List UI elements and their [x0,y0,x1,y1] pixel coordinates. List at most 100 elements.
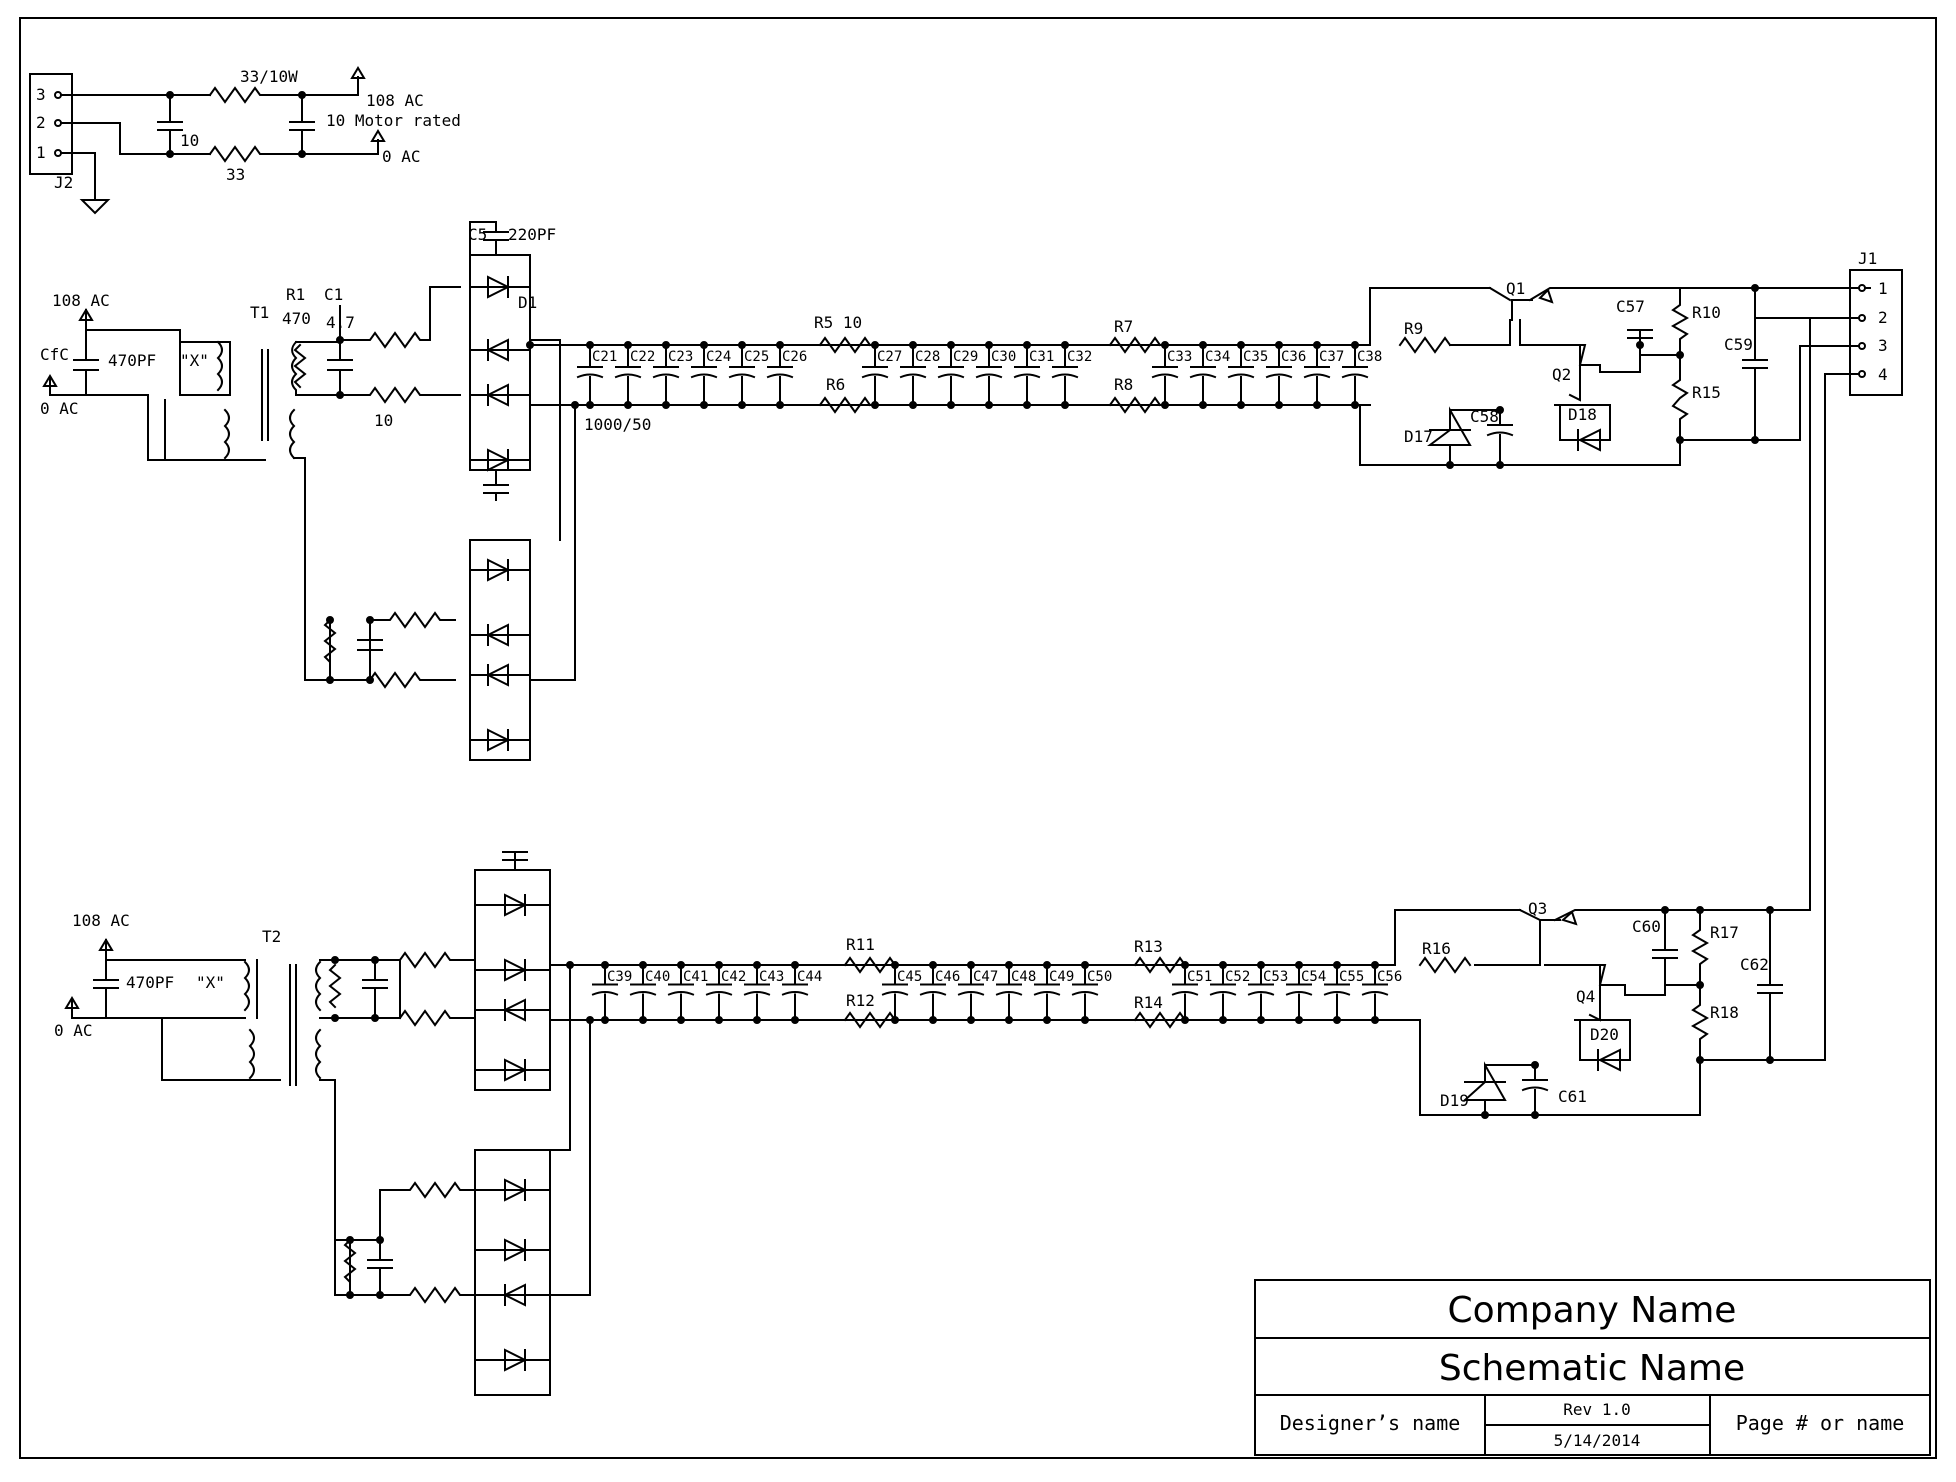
upper-r1-val: 470 [282,309,311,328]
lower-r12-label: R12 [846,991,875,1010]
lower-a-junction [715,1016,723,1024]
j1-pin-2-label: 2 [1878,308,1888,327]
lower-r17-label: R17 [1710,923,1739,942]
upper-b-junction [1023,401,1031,409]
upper-b-cap-label: C31 [1029,349,1054,365]
lower-a-cap [781,964,809,1021]
upper-a-cap [728,344,756,406]
upper-cfc-label: CfC [40,345,69,364]
upper-diode-bridge [469,221,1371,761]
upper-b-junction [1061,341,1069,349]
lower-c-cap [1323,964,1351,1021]
upper-c1-val: 4.7 [326,313,355,332]
upper-r-sec-label: 10 [374,411,393,430]
lower-c61-label: C61 [1558,1087,1587,1106]
lower-c-cap-label: C52 [1225,969,1250,985]
lower-b-cap-label: C47 [973,969,998,985]
upper-a-junction [700,341,708,349]
upper-c-junction [1351,341,1359,349]
upper-resistor-chain [818,336,1452,414]
lower-r11-label: R11 [846,935,875,954]
lower-cin-label: 470PF [126,973,174,992]
lower-c-junction [1333,1016,1341,1024]
upper-a-cap [690,344,718,406]
j2-pin-1-label: 1 [36,143,46,162]
lower-a-cap [667,964,695,1021]
upper-c1-ref: C1 [324,285,343,304]
upper-c5-val: 220PF [508,225,556,244]
j1-pin-1-label: 1 [1878,279,1888,298]
upper-c-cap-label: C33 [1167,349,1192,365]
upper-q2-label: Q2 [1552,365,1571,384]
upper-a-junction [662,401,670,409]
lower-b-junction [929,961,937,969]
upper-a-junction [776,341,784,349]
upper-c59-label: C59 [1724,335,1753,354]
lower-b-junction [967,1016,975,1024]
upper-c-cap-label: C36 [1281,349,1306,365]
revision: Rev 1.0 [1563,1400,1630,1419]
upper-c-cap-label: C37 [1319,349,1344,365]
j2-r-top-label: 33/10W [240,67,298,86]
upper-c-junction [1275,401,1283,409]
upper-c-junction [1199,401,1207,409]
lower-c-junction [1257,1016,1265,1024]
upper-c-junction [1351,401,1359,409]
j2-block [29,66,386,215]
upper-c-junction [1275,341,1283,349]
lower-a-junction [677,961,685,969]
lower-t2-label: T2 [262,927,281,946]
lower-c-cap-label: C51 [1187,969,1212,985]
lower-c-cap-label: C54 [1301,969,1326,985]
lower-b-junction [1081,961,1089,969]
upper-b-cap-label: C29 [953,349,978,365]
lower-a-junction [601,1016,609,1024]
upper-a-junction [662,341,670,349]
lower-c-junction [1295,1016,1303,1024]
upper-x-label: "X" [180,351,209,370]
lower-c-junction [1257,961,1265,969]
upper-b-cap [937,344,965,406]
lower-a-cap [743,964,771,1021]
upper-d1-label: D1 [518,293,537,312]
upper-a-cap [766,344,794,406]
upper-a-junction [624,401,632,409]
lower-a-cap-label: C44 [797,969,822,985]
lower-a-junction [791,961,799,969]
lower-v-bottom-label: 0 AC [54,1021,93,1040]
upper-a-junction [776,401,784,409]
lower-a-cap [591,964,619,1021]
upper-b-cap-label: C30 [991,349,1016,365]
upper-c-junction [1237,401,1245,409]
upper-a-cap-label: C25 [744,349,769,365]
lower-a-cap-label: C40 [645,969,670,985]
lower-resistor-chain [843,956,1472,1029]
upper-b-cap [861,344,889,406]
lower-c-cap-label: C56 [1377,969,1402,985]
upper-a-cap-label: C22 [630,349,655,365]
j1-pin-3-label: 3 [1878,336,1888,355]
lower-a-cap [705,964,733,1021]
lower-a-cap-label: C39 [607,969,632,985]
upper-a-junction [624,341,632,349]
lower-a-junction [677,1016,685,1024]
lower-a-junction [753,1016,761,1024]
upper-c-junction [1313,401,1321,409]
upper-r9-label: R9 [1404,319,1423,338]
date: 5/14/2014 [1554,1431,1641,1450]
lower-b-cap-label: C46 [935,969,960,985]
lower-c-junction [1219,1016,1227,1024]
lower-b-junction [1005,1016,1013,1024]
upper-c58-label: C58 [1470,407,1499,426]
upper-r5-label: R5 10 [814,313,862,332]
upper-b-cap [1051,344,1079,406]
upper-bulk-label: 1000/50 [584,415,651,434]
lower-b-cap [919,964,947,1021]
lower-b-cap-label: C48 [1011,969,1036,985]
upper-b-junction [947,401,955,409]
upper-cin-label: 470PF [108,351,156,370]
lower-c-cap-label: C53 [1263,969,1288,985]
